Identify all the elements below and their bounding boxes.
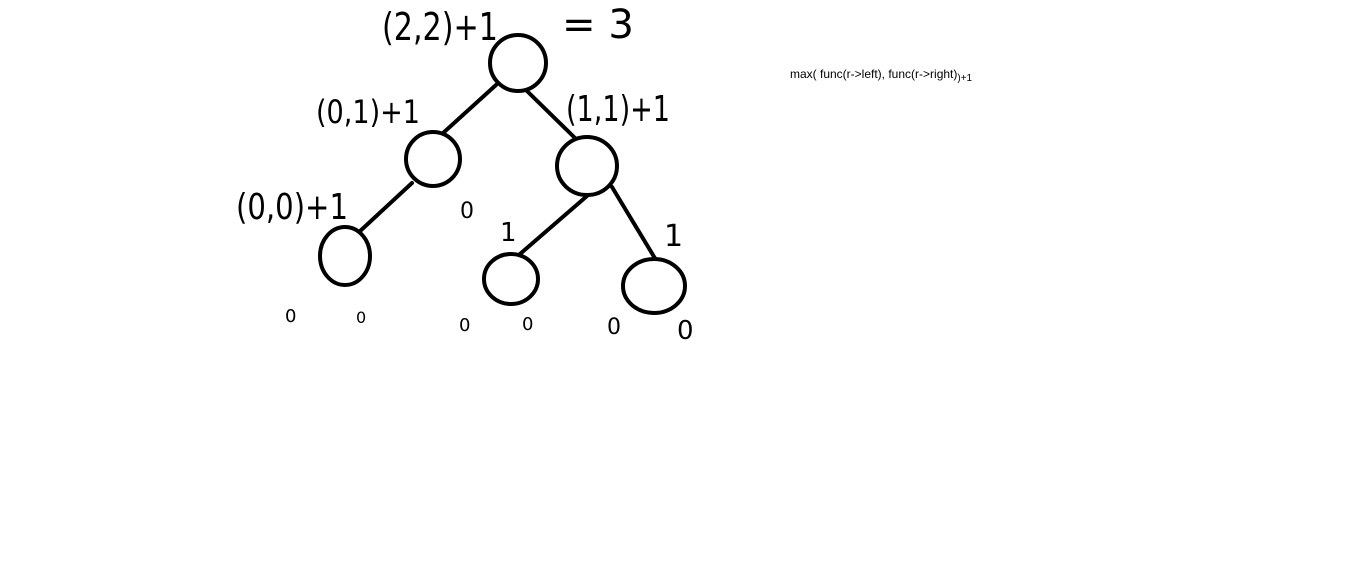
root-label: (2,2)+1: [382, 5, 498, 49]
node-right: [555, 135, 619, 197]
node-left: [404, 130, 462, 188]
root-result: = 3: [562, 2, 634, 48]
left-left-leaf-null-left: 0: [285, 306, 296, 327]
right-right-leaf-label: 1: [664, 219, 683, 254]
edge-right-rightleftleaf: [518, 194, 589, 256]
right-right-leaf-null-right: 0: [677, 316, 694, 346]
right-left-leaf-label: 1: [500, 218, 517, 248]
node-right-right-leaf: [621, 257, 687, 315]
edge-root-left: [440, 83, 498, 136]
edge-left-leftleaf: [356, 181, 414, 235]
formula-tail: )+1: [957, 73, 973, 84]
node-root: [488, 33, 548, 93]
edge-root-right: [525, 89, 577, 140]
left-node-right-null: 0: [460, 199, 474, 224]
left-left-leaf-null-right: 0: [356, 308, 366, 327]
node-right-left-leaf: [482, 252, 540, 306]
formula-main: max( func(r->left), func(r->right): [790, 67, 958, 81]
recursion-formula: max( func(r->left), func(r->right))+1: [790, 67, 973, 84]
right-left-leaf-null-left: 0: [459, 315, 470, 336]
right-left-leaf-null-right: 0: [522, 314, 533, 335]
left-left-leaf-label: (0,0)+1: [236, 187, 348, 228]
edge-right-rightrightleaf: [610, 185, 658, 262]
right-node-label: (1,1)+1: [566, 89, 670, 130]
node-left-left-leaf: [318, 225, 372, 287]
right-right-leaf-null-left: 0: [607, 315, 621, 340]
left-node-label: (0,1)+1: [316, 93, 420, 131]
